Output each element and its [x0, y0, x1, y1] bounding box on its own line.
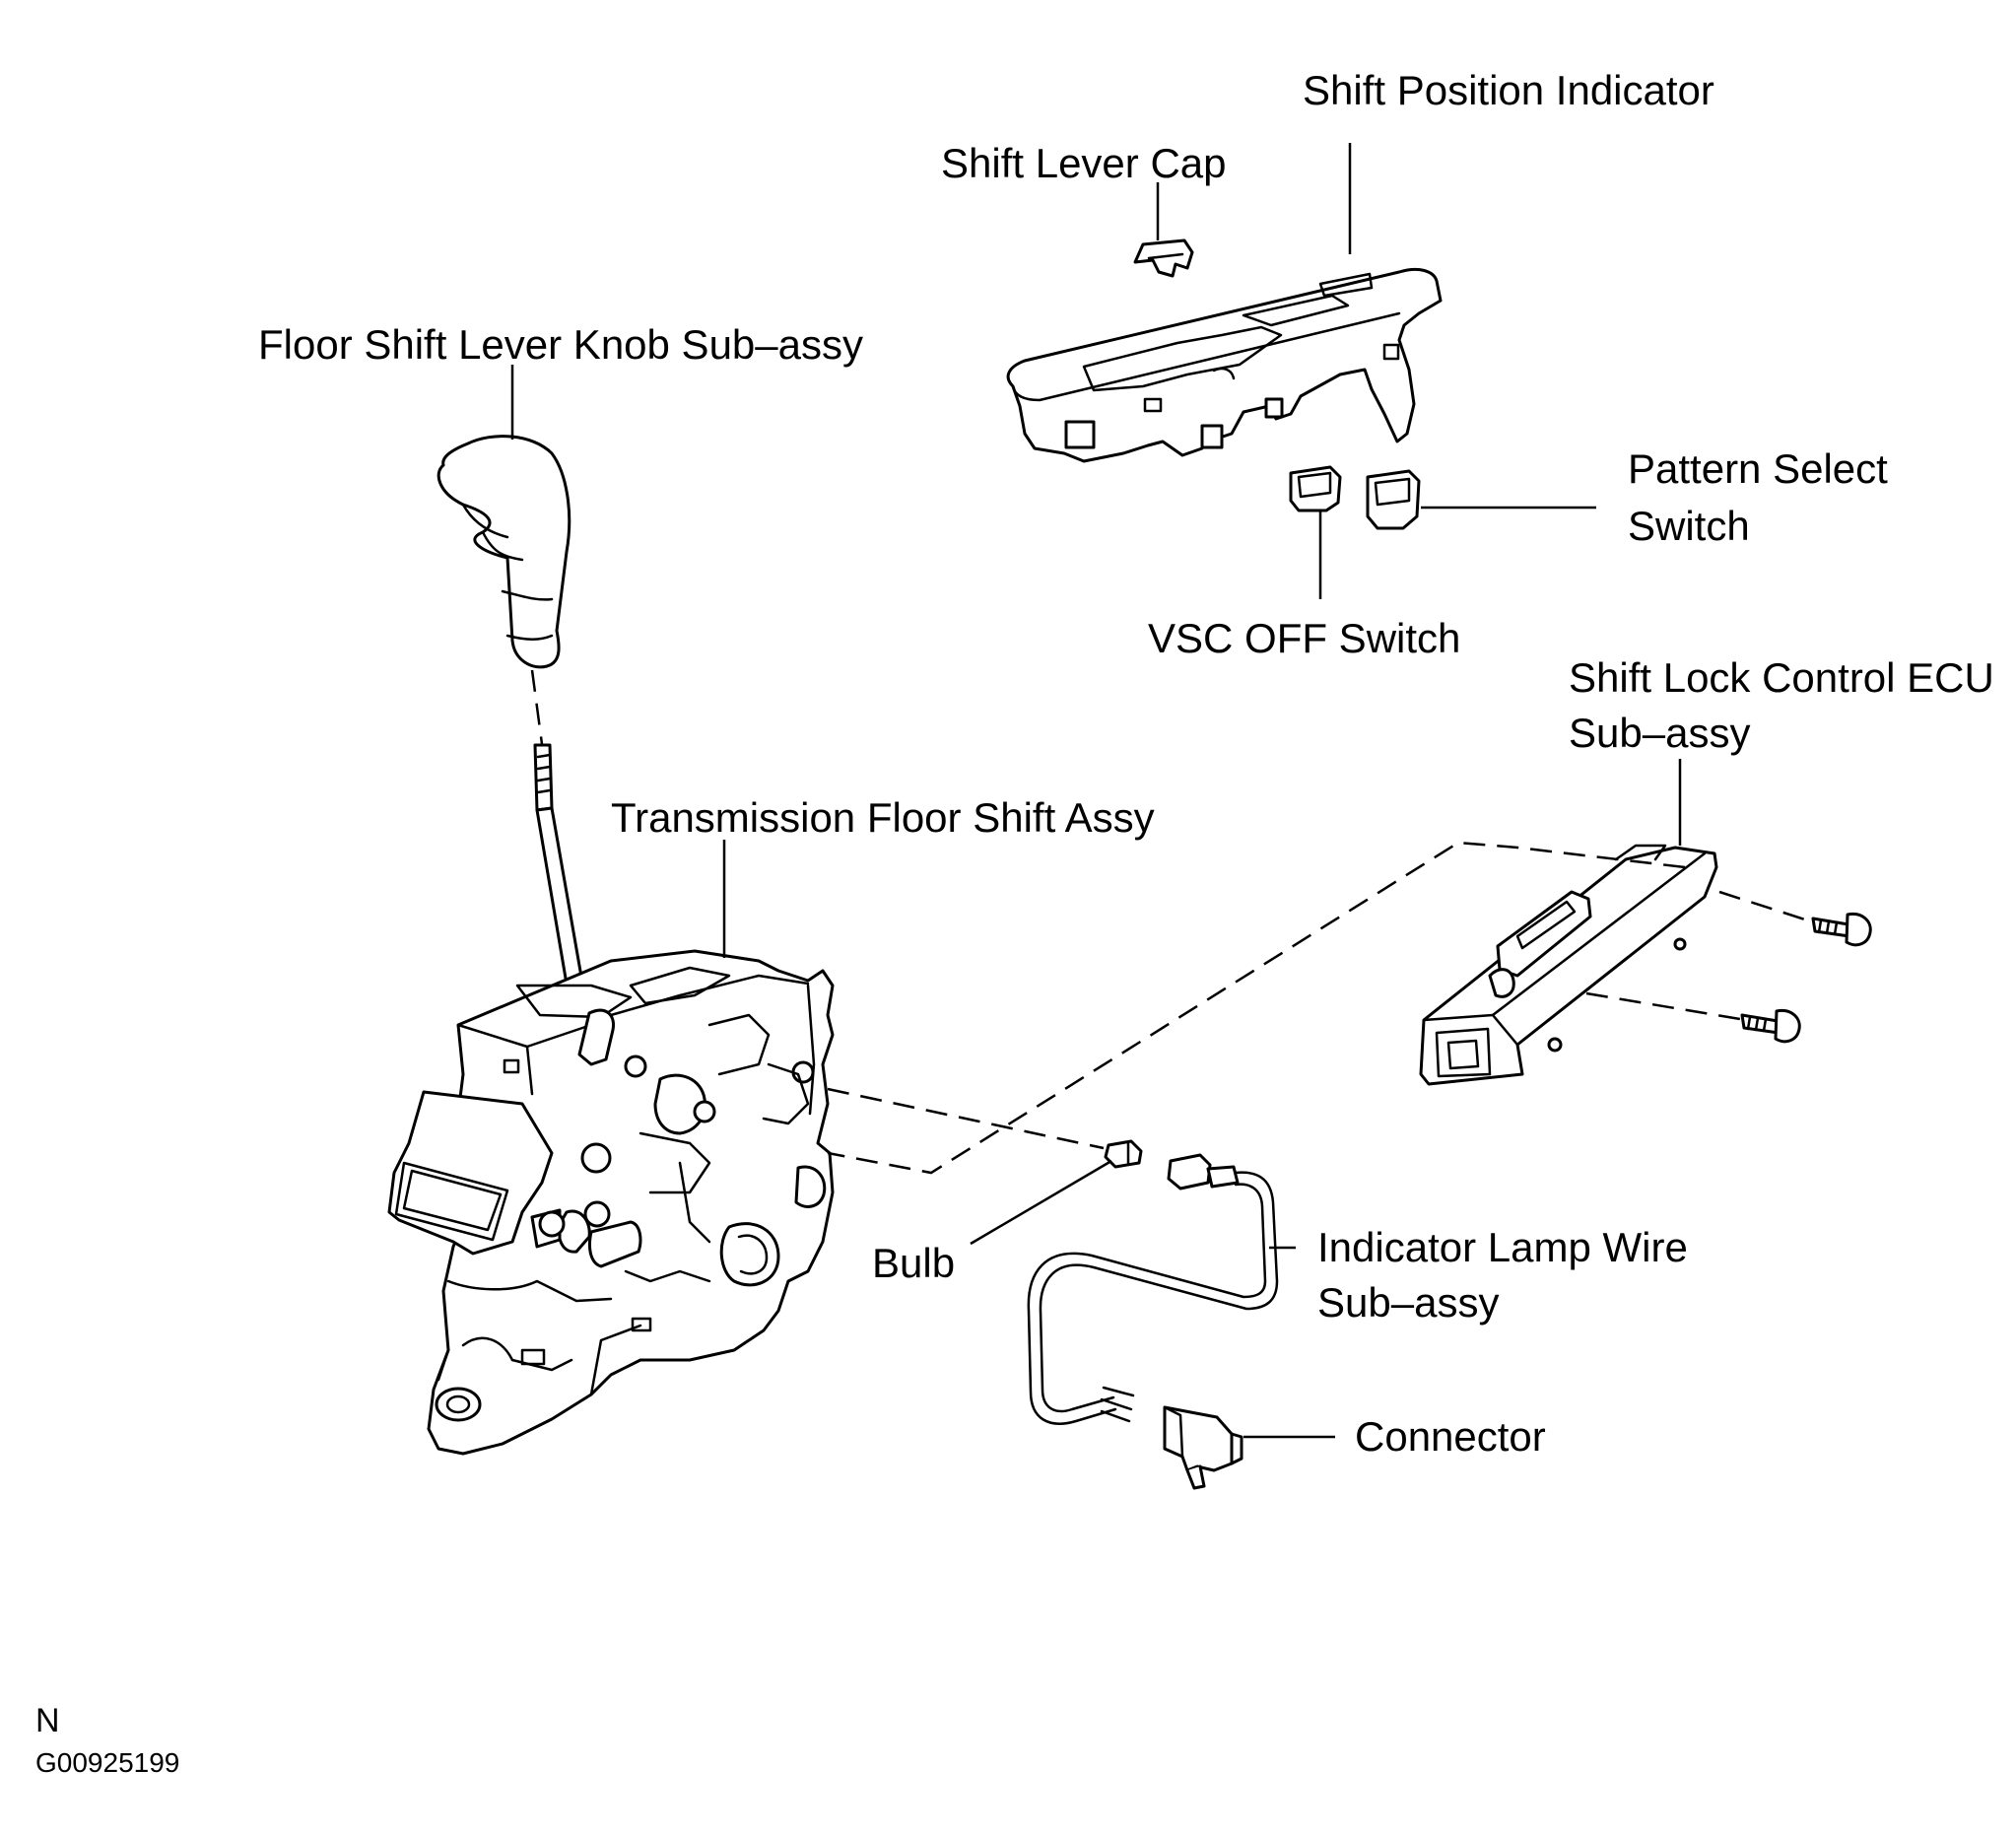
ecu-screw-lower — [1740, 1008, 1801, 1044]
assy-to-bulb-dashline — [827, 1087, 1105, 1150]
footer-marker: N — [35, 1702, 60, 1739]
transmission-floor-shift-assy-part — [387, 949, 835, 1456]
label-shift-lock-control-ecu-line2: Sub–assy — [1569, 710, 1750, 756]
shift-lock-control-ecu-part — [1419, 844, 1718, 1086]
label-vsc-off-switch: VSC OFF Switch — [1148, 615, 1460, 661]
knob-to-rod-dashline — [530, 669, 544, 745]
label-connector: Connector — [1355, 1413, 1546, 1460]
connector-part — [1163, 1405, 1243, 1490]
label-transmission-floor-shift-assy: Transmission Floor Shift Assy — [611, 794, 1155, 841]
label-indicator-lamp-wire-line1: Indicator Lamp Wire — [1317, 1224, 1688, 1270]
lower-screw-dashline — [1585, 991, 1741, 1021]
ecu-to-assy-dashline — [827, 841, 1686, 1175]
label-shift-position-indicator: Shift Position Indicator — [1303, 67, 1714, 113]
upper-screw-dashline — [1718, 890, 1812, 923]
indicator-lamp-wire-part — [1027, 1153, 1279, 1425]
label-shift-lock-control-ecu-line1: Shift Lock Control ECU — [1569, 654, 1994, 701]
shift-position-indicator-part — [1006, 267, 1443, 463]
vsc-off-switch-part — [1289, 465, 1342, 512]
label-pattern-select-switch-line1: Pattern Select — [1628, 445, 1888, 492]
label-bulb: Bulb — [872, 1240, 955, 1286]
label-indicator-lamp-wire-line2: Sub–assy — [1317, 1279, 1499, 1326]
shift-lever-rod — [533, 743, 587, 1003]
ecu-screw-upper — [1811, 912, 1872, 947]
label-floor-shift-lever-knob: Floor Shift Lever Knob Sub–assy — [258, 321, 863, 368]
shift-lever-cap-part — [1133, 238, 1194, 278]
pattern-select-switch-part — [1366, 469, 1421, 530]
bulb-part — [1104, 1139, 1143, 1169]
footer-figure-id: G00925199 — [35, 1747, 179, 1778]
floor-shift-lever-knob-part — [437, 435, 571, 669]
leader-bulb — [970, 1159, 1112, 1246]
label-shift-lever-cap: Shift Lever Cap — [941, 140, 1227, 186]
label-pattern-select-switch-line2: Switch — [1628, 503, 1750, 549]
